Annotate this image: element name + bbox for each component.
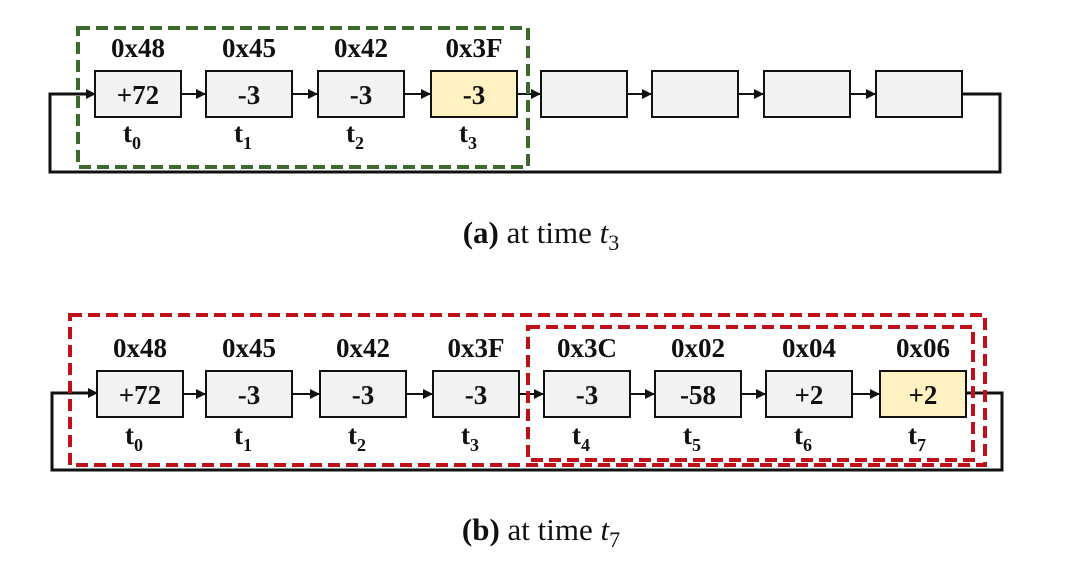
cell-value: +2 [795, 380, 824, 410]
cell-value: -3 [238, 80, 261, 110]
cell-address: 0x42 [336, 333, 390, 363]
cell-box [651, 70, 739, 118]
caption-b-label: (b) [462, 512, 500, 547]
caption-b-sub: 7 [609, 527, 620, 552]
panel-a: 0x48 +72 t0 0x45 -3 t1 0x42 -3 t2 0x3F -3 t3 [48, 26, 1002, 174]
cell-value: +72 [117, 80, 159, 110]
buffer-cell-2: 0x42 -3 t2 [317, 33, 405, 153]
cell-time-label: t7 [908, 420, 926, 455]
cell-value: -58 [680, 380, 716, 410]
buffer-cell-5 [651, 70, 739, 118]
panel-a-cells: 0x48 +72 t0 0x45 -3 t1 0x42 -3 t2 0x3F -3 t3 [94, 33, 963, 153]
cell-box [319, 370, 407, 418]
loop-wire-a [48, 92, 1002, 174]
cell-address: 0x45 [222, 333, 276, 363]
cell-box [765, 370, 853, 418]
cell-address: 0x3C [557, 333, 617, 363]
cell-time-label: t3 [461, 420, 479, 455]
buffer-cell-6: 0x04 +2 t6 [765, 333, 853, 455]
cell-value: +2 [909, 380, 938, 410]
buffer-cell-3: 0x3F -3 t3 [432, 333, 520, 455]
buffer-cell-2: 0x42 -3 t2 [319, 333, 407, 455]
caption-a-var: t [600, 215, 610, 250]
cell-box [763, 70, 851, 118]
buffer-cell-5: 0x02 -58 t5 [654, 333, 742, 455]
cell-address: 0x06 [896, 333, 950, 363]
buffer-cell-3: 0x3F -3 t3 [430, 33, 518, 153]
buffer-cell-4: 0x3C -3 t4 [543, 333, 631, 455]
caption-a: (a) at time t3 [463, 215, 620, 255]
cell-box [317, 70, 405, 118]
cell-box [875, 70, 963, 118]
cell-address: 0x3F [446, 33, 503, 63]
cell-time-label: t4 [572, 420, 590, 455]
cell-box [205, 70, 293, 118]
buffer-cell-1: 0x45 -3 t1 [205, 333, 293, 455]
cell-time-label: t1 [234, 420, 252, 455]
cell-value: -3 [463, 80, 486, 110]
buffer-cell-1: 0x45 -3 t1 [205, 33, 293, 153]
cell-time-label: t0 [125, 420, 143, 455]
cell-box [96, 370, 184, 418]
panel-b: 0x48 +72 t0 0x45 -3 t1 0x42 -3 t2 0x3F -3 t3 0x3C -3 t… [50, 313, 1004, 472]
cell-address: 0x48 [113, 333, 167, 363]
caption-b-text: at time [500, 512, 601, 547]
caption-a-sub: 3 [608, 230, 619, 255]
cell-value: -3 [576, 380, 599, 410]
cell-box [205, 370, 293, 418]
cell-address: 0x45 [222, 33, 276, 63]
window-a-green [76, 26, 530, 169]
buffer-cell-7 [875, 70, 963, 118]
cell-time-label: t3 [459, 118, 477, 153]
window-b-outer-red [68, 313, 987, 467]
cell-box [543, 370, 631, 418]
cell-time-label: t2 [346, 118, 364, 153]
window-b-inner-red [526, 325, 975, 462]
cell-box [432, 370, 520, 418]
cell-value: -3 [465, 380, 488, 410]
cell-address: 0x3F [448, 333, 505, 363]
cell-box [540, 70, 628, 118]
cell-address: 0x02 [671, 333, 725, 363]
caption-b-var: t [601, 512, 611, 547]
cell-time-label: t1 [234, 118, 252, 153]
buffer-cell-0: 0x48 +72 t0 [96, 333, 184, 455]
cell-time-label: t2 [348, 420, 366, 455]
cell-address: 0x42 [334, 33, 388, 63]
cell-value: -3 [350, 80, 373, 110]
cell-box [430, 70, 518, 118]
cell-box [879, 370, 967, 418]
buffer-cell-7: 0x06 +2 t7 [879, 333, 967, 455]
cell-box [654, 370, 742, 418]
cell-time-label: t0 [123, 118, 141, 153]
cell-address: 0x04 [782, 333, 836, 363]
cell-value: +72 [119, 380, 161, 410]
buffer-cell-6 [763, 70, 851, 118]
caption-a-label: (a) [463, 215, 499, 250]
cell-value: -3 [238, 380, 261, 410]
buffer-cell-4 [540, 70, 628, 118]
cell-time-label: t5 [683, 420, 701, 455]
caption-b: (b) at time t7 [462, 512, 620, 552]
cell-value: -3 [352, 380, 375, 410]
cell-box [94, 70, 182, 118]
caption-a-text: at time [499, 215, 600, 250]
cell-address: 0x48 [111, 33, 165, 63]
buffer-cell-0: 0x48 +72 t0 [94, 33, 182, 153]
panel-b-cells: 0x48 +72 t0 0x45 -3 t1 0x42 -3 t2 0x3F -3 t3 0x3C -3 t… [96, 333, 967, 455]
loop-wire-b [50, 391, 1004, 472]
cell-time-label: t6 [794, 420, 812, 455]
